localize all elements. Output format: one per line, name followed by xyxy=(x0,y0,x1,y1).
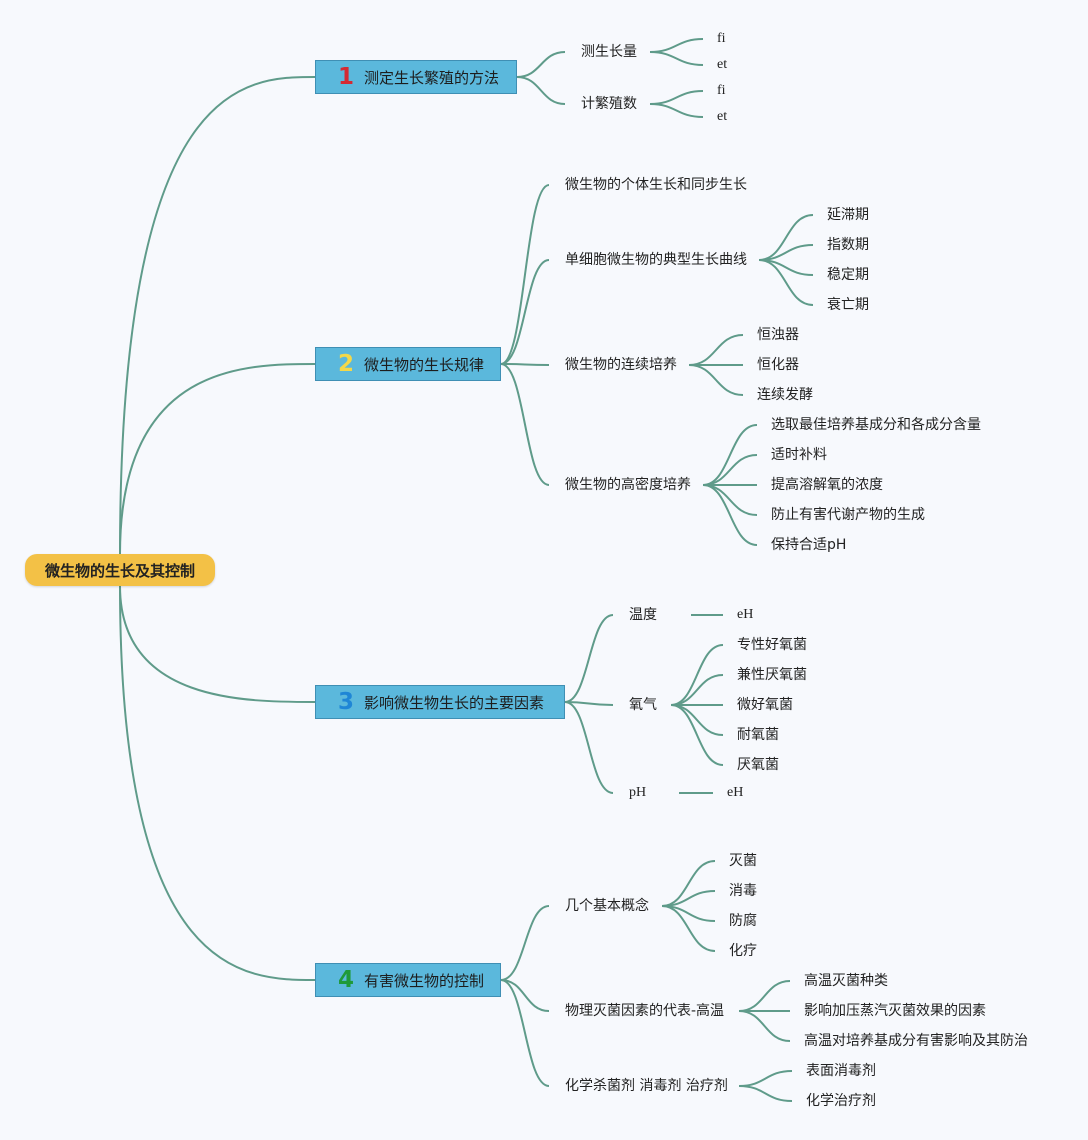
branch-label: 微生物的生长规律 xyxy=(364,355,485,374)
branch-3-to-topic-connector xyxy=(564,614,614,703)
topic-label: 单细胞微生物的典型生长曲线 xyxy=(565,252,747,268)
subtopic-label: 恒浊器 xyxy=(757,327,799,343)
subtopic-label: 保持合适pH xyxy=(771,537,847,553)
topic-to-subtopic-connector xyxy=(649,38,704,53)
branch-1-to-topic-connector xyxy=(516,51,566,78)
topic-to-subtopic-connector xyxy=(738,1010,791,1042)
topic-to-subtopic-connector xyxy=(670,674,724,706)
topic-to-subtopic-connector xyxy=(702,484,758,546)
branch-3-to-topic-connector xyxy=(564,701,614,794)
subtopic-label: 高温对培养基成分有害影响及其防治 xyxy=(804,1033,1028,1049)
topic-to-subtopic-connector xyxy=(738,980,791,1012)
root-to-branch-4-connector xyxy=(119,585,316,981)
topic-to-subtopic-connector xyxy=(738,1085,793,1102)
subtopic-label: 连续发酵 xyxy=(757,387,813,403)
branch-2-to-topic-connector xyxy=(500,363,550,366)
subtopic-label: 选取最佳培养基成分和各成分含量 xyxy=(771,417,981,433)
topic-to-subtopic-connector xyxy=(670,704,724,736)
subtopic-label: 专性好氧菌 xyxy=(737,637,807,653)
subtopic-label: 提高溶解氧的浓度 xyxy=(771,477,883,493)
topic-to-subtopic-connector xyxy=(661,905,716,952)
branch-label: 有害微生物的控制 xyxy=(364,971,485,990)
subtopic-label: fi xyxy=(717,83,726,98)
branch-number-badge: 1 xyxy=(337,64,354,90)
subtopic-label: 表面消毒剂 xyxy=(806,1063,876,1079)
branch-4-to-topic-connector xyxy=(500,979,550,1012)
branch-label: 影响微生物生长的主要因素 xyxy=(364,693,545,712)
subtopic-label: eH xyxy=(727,785,744,800)
root-node: 微生物的生长及其控制 xyxy=(25,554,215,586)
root-to-branch-1-connector xyxy=(119,76,316,555)
subtopic-label: 恒化器 xyxy=(757,357,799,373)
topic-to-subtopic-connector xyxy=(670,704,724,766)
topic-label: 微生物的连续培养 xyxy=(565,357,677,373)
topic-label: 微生物的个体生长和同步生长 xyxy=(565,177,747,193)
branch-2-to-topic-connector xyxy=(500,363,550,486)
subtopic-label: fi xyxy=(717,31,726,46)
topic-to-subtopic-connector xyxy=(670,644,724,706)
topic-to-subtopic-connector xyxy=(649,103,704,118)
subtopic-label: 消毒 xyxy=(729,883,757,899)
topic-to-subtopic-connector xyxy=(758,259,814,306)
subtopic-label: 兼性厌氧菌 xyxy=(737,667,807,683)
topic-to-subtopic-connector xyxy=(688,334,744,366)
topic-label: 几个基本概念 xyxy=(565,898,649,914)
topic-label: 氧气 xyxy=(629,697,657,713)
branch-3-node: 3 影响微生物生长的主要因素 xyxy=(315,685,565,719)
topic-to-subtopic-connector xyxy=(649,51,704,66)
subtopic-label: 稳定期 xyxy=(827,267,869,283)
branch-2-node: 2 微生物的生长规律 xyxy=(315,347,501,381)
subtopic-label: 防腐 xyxy=(729,913,757,929)
topic-label: 温度 xyxy=(629,607,657,623)
subtopic-label: et xyxy=(717,57,728,72)
branch-1-to-topic-connector xyxy=(516,76,566,105)
branch-label: 测定生长繁殖的方法 xyxy=(364,68,500,87)
branch-1-node: 1 测定生长繁殖的方法 xyxy=(315,60,517,94)
topic-label: pH xyxy=(629,785,647,800)
branch-4-to-topic-connector xyxy=(500,905,550,981)
subtopic-label: 防止有害代谢产物的生成 xyxy=(771,507,925,523)
subtopic-label: eH xyxy=(737,607,754,622)
branch-2-to-topic-connector xyxy=(500,259,550,365)
branch-number-badge: 2 xyxy=(337,351,354,377)
topic-to-subtopic-connector xyxy=(738,1070,793,1087)
subtopic-label: 化疗 xyxy=(729,943,757,959)
branch-3-to-topic-connector xyxy=(564,701,614,706)
topic-label: 微生物的高密度培养 xyxy=(565,477,691,493)
branch-number-badge: 3 xyxy=(337,689,354,715)
topic-to-subtopic-connector xyxy=(702,454,758,486)
subtopic-label: 衰亡期 xyxy=(827,297,869,313)
subtopic-label: 厌氧菌 xyxy=(737,757,779,773)
subtopic-label: 微好氧菌 xyxy=(737,697,793,713)
subtopic-label: 高温灭菌种类 xyxy=(804,973,888,989)
branch-2-to-topic-connector xyxy=(500,184,550,365)
topic-label: 计繁殖数 xyxy=(581,96,637,112)
subtopic-label: 延滞期 xyxy=(827,207,869,223)
subtopic-label: et xyxy=(717,109,728,124)
topic-label: 物理灭菌因素的代表-高温 xyxy=(565,1003,725,1019)
branch-4-to-topic-connector xyxy=(500,979,550,1087)
branch-4-node: 4 有害微生物的控制 xyxy=(315,963,501,997)
subtopic-label: 灭菌 xyxy=(729,853,757,869)
topic-label: 测生长量 xyxy=(581,44,637,60)
branch-number-badge: 4 xyxy=(337,967,354,993)
subtopic-label: 耐氧菌 xyxy=(737,727,779,743)
subtopic-label: 指数期 xyxy=(827,237,869,253)
topic-to-subtopic-connector xyxy=(702,424,758,486)
subtopic-label: 适时补料 xyxy=(771,447,827,463)
topic-to-subtopic-connector xyxy=(688,364,744,396)
subtopic-label: 化学治疗剂 xyxy=(806,1093,876,1109)
topic-to-subtopic-connector xyxy=(702,484,758,516)
root-to-branch-3-connector xyxy=(119,585,316,703)
topic-label: 化学杀菌剂 消毒剂 治疗剂 xyxy=(565,1078,728,1094)
root-to-branch-2-connector xyxy=(119,363,316,555)
subtopic-label: 影响加压蒸汽灭菌效果的因素 xyxy=(804,1003,986,1019)
topic-to-subtopic-connector xyxy=(649,90,704,105)
